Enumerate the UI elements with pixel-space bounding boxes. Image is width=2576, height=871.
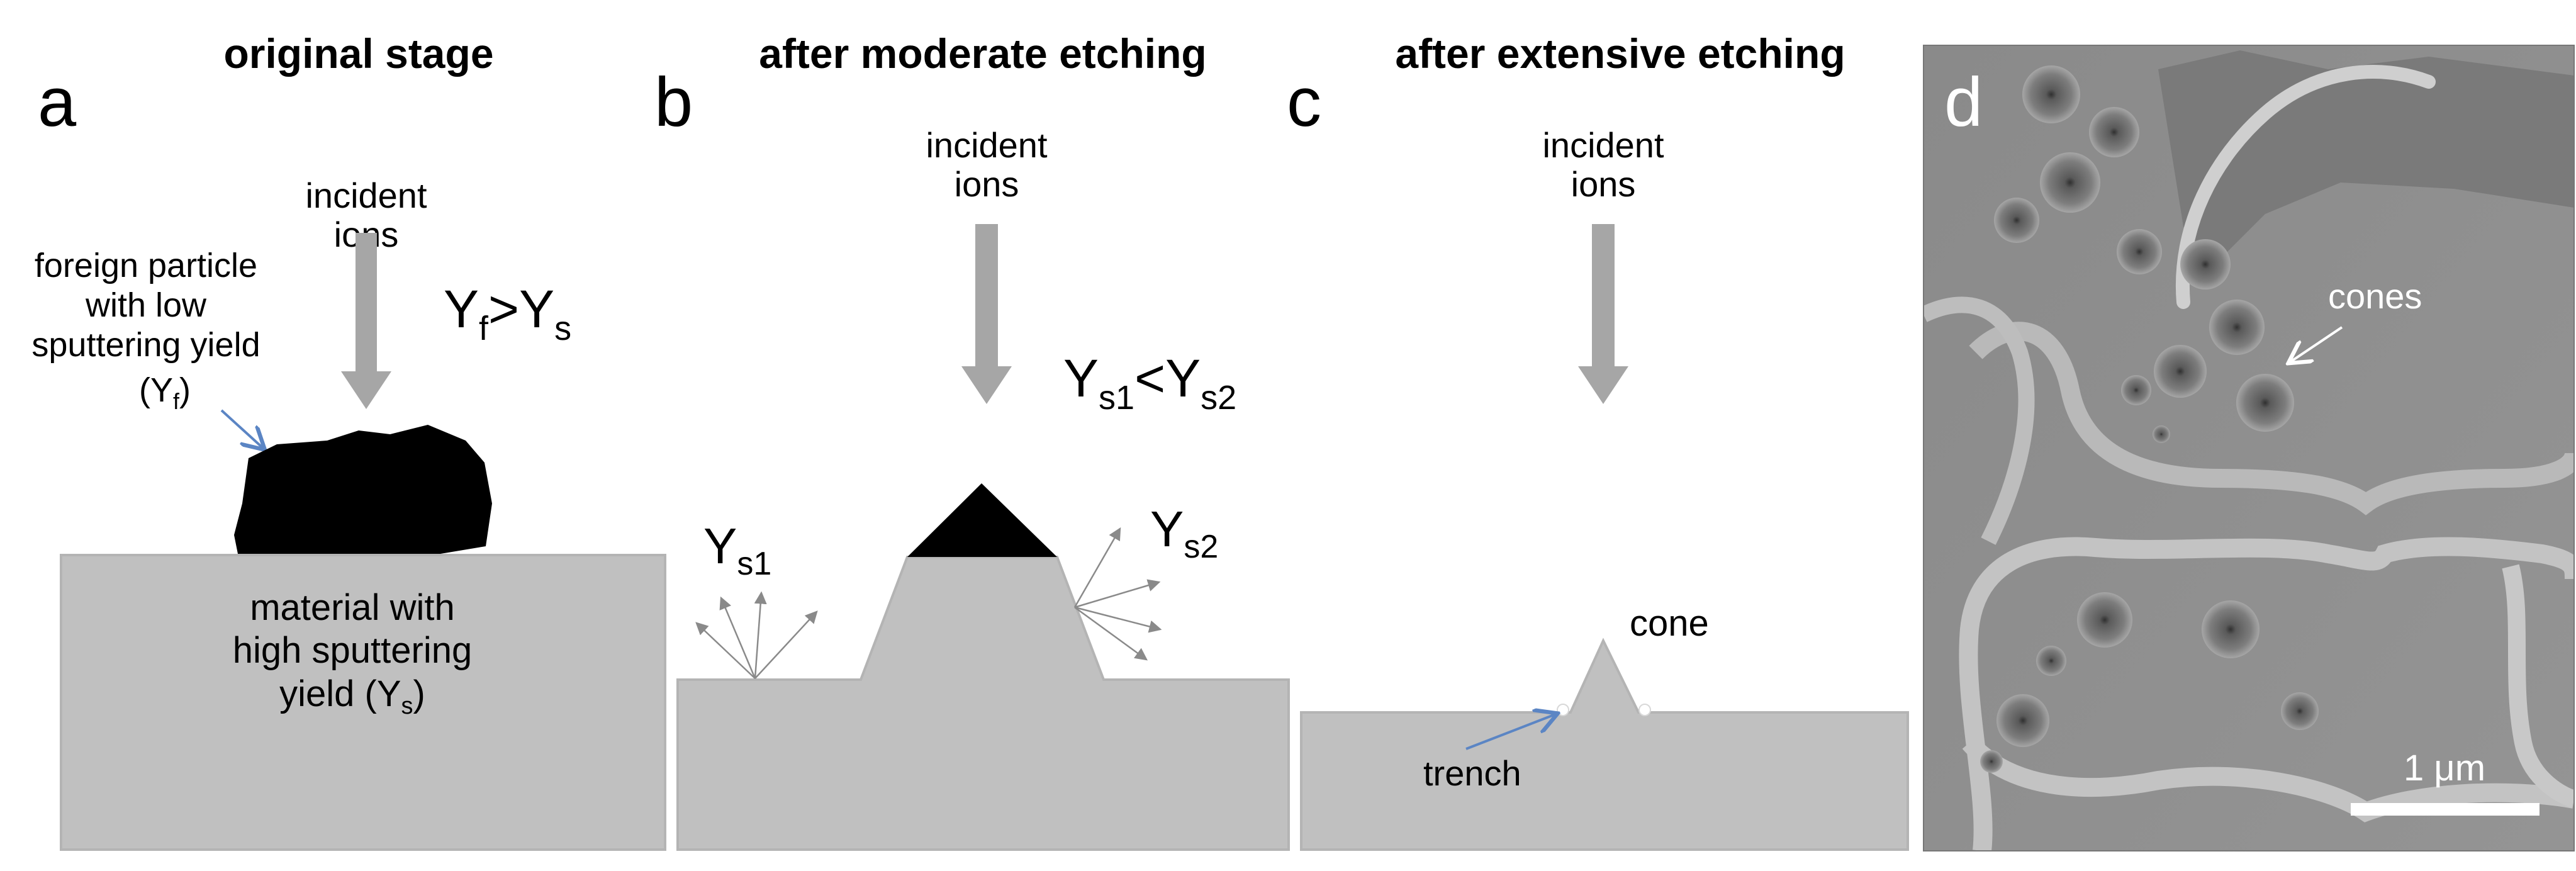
panel-c-beam-label-line2: ions [1571,164,1636,204]
left-sputter-arrows [695,591,818,679]
panel-a-ion-beam-arrow [341,233,391,409]
panel-a-letter: a [38,64,77,141]
trench-label: trench [1423,753,1521,793]
panel-b-beam-label-line1: incident [926,125,1047,165]
cones-pointer-arrow [2290,326,2343,362]
sem-upper-ridge [2175,65,2436,309]
panel-a-yield-relation: Yf>Ys [444,279,571,347]
panel-c-letter: c [1287,64,1321,141]
panel-a-beam-label-line1: incident [305,176,427,215]
material-label-line2: high sputtering [233,630,472,671]
sem-inner-boundary [1969,322,2574,515]
panel-c-beam-label-line1: incident [1542,125,1664,165]
material-label-line1: material with [250,587,455,628]
remaining-particle-cap [907,483,1057,557]
panel-b-title: after moderate etching [759,30,1207,77]
panel-b-ion-beam-arrow [961,224,1012,404]
right-sputter-arrows [1073,527,1162,661]
panel-d-sem-image: d cones 1 μm [1923,45,2575,851]
panel-b-letter: b [654,64,693,141]
panel-a: a original stage incident ions Yf>Ys for… [31,30,666,851]
scale-bar [2351,803,2540,816]
trench-right-marker [1638,704,1651,716]
sem-bottom-boundary [1962,736,2574,823]
panel-b-beam-label-line2: ions [955,164,1019,204]
panel-b-material-profile [676,556,1290,851]
panel-b-yield-relation: Ys1<Ys2 [1063,349,1236,417]
trench-pointer-arrow [1465,714,1555,750]
sem-left-edge-ridge [1924,296,2035,545]
sem-pits [1980,65,2319,773]
panel-c-title: after extensive etching [1395,30,1845,77]
foreign-particle [234,425,492,555]
right-slope-yield-label: Ys2 [1150,501,1218,565]
particle-label-line2: with low [85,286,207,324]
sem-rough-region-top [2158,50,2574,264]
panel-c-ion-beam-arrow [1578,224,1628,404]
panel-a-title: original stage [223,30,493,77]
scale-bar-label: 1 μm [2404,748,2485,789]
particle-pointer-arrow [220,409,263,448]
particle-symbol: (Yf) [139,371,191,414]
left-slope-yield-label: Ys1 [703,518,771,582]
sem-lower-boundary [1959,537,2574,851]
cones-label: cones [2328,276,2422,316]
particle-label-line1: foreign particle [35,247,257,284]
panel-d-letter: d [1944,64,1983,141]
particle-label-line3: sputtering yield [31,326,260,364]
sem-right-boundary [2502,564,2574,808]
panel-c-material-profile [1300,638,1909,851]
cone-label: cone [1630,603,1709,644]
material-label-line3: yield (Ys) [279,673,425,719]
panel-c: c after extensive etching incident ions … [1287,30,1909,851]
trench-left-marker [1557,704,1569,716]
panel-b: b after moderate etching incident ions Y… [654,30,1290,851]
panel-a-material-block [60,554,666,851]
